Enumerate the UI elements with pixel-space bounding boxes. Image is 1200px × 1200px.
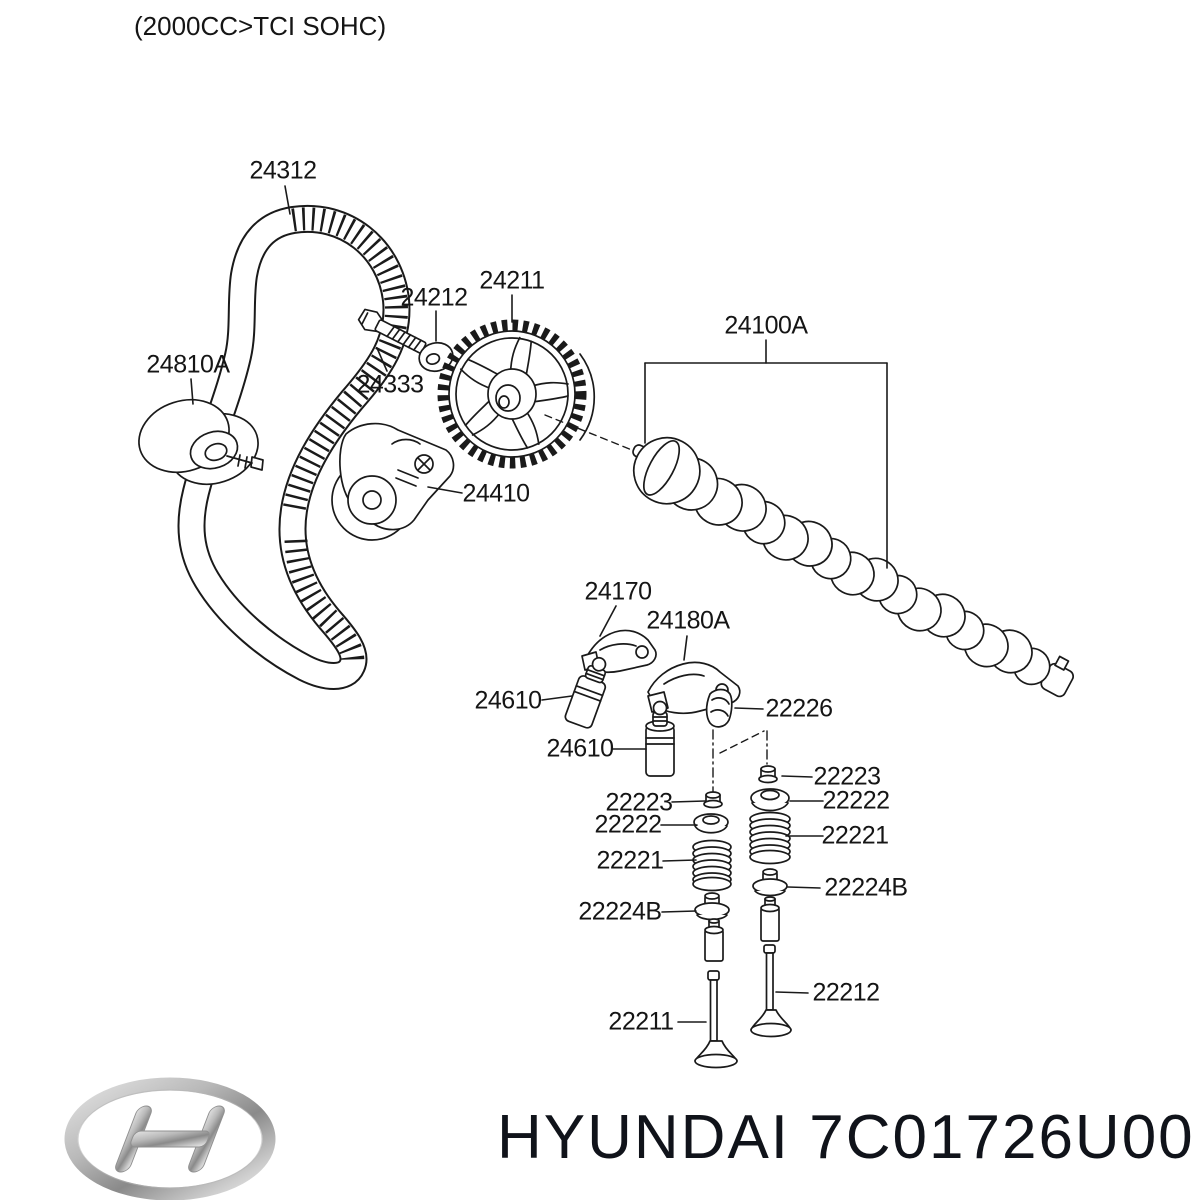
valve-spring-left-drawing: [692, 839, 732, 892]
valve-guide-right-drawing: [760, 896, 780, 942]
valve-right-drawing: [750, 944, 792, 1038]
valve-left-drawing: [694, 970, 738, 1069]
assembly-dashed-lines: [544, 414, 768, 793]
lash-adjuster-1-drawing: [564, 656, 607, 729]
spring-retainer-left-drawing: [693, 813, 729, 834]
idler-pulley-drawing: [138, 398, 264, 486]
footer-part-number: 7C01726U00: [809, 1103, 1195, 1172]
valve-spring-right-drawing: [749, 811, 791, 865]
brand-name: HYUNDAI: [497, 1103, 791, 1172]
footer-caption: HYUNDAI 7C01726U00: [497, 1102, 1193, 1173]
retainer-lock-left-drawing: [703, 791, 723, 809]
engine-variant-note: (2000CC>TCI SOHC): [134, 11, 387, 41]
valve-cotter-drawing: [705, 688, 733, 728]
hyundai-logo: [64, 1077, 276, 1200]
valve-guide-left-drawing: [704, 918, 724, 962]
camshaft-bracket-lines: [644, 339, 888, 569]
camshaft-drawing: [632, 436, 1075, 698]
valve-seal-left-drawing: [694, 892, 730, 921]
tensioner-drawing: [331, 422, 455, 541]
valve-seal-right-drawing: [752, 868, 788, 897]
retainer-lock-right-drawing: [758, 765, 778, 784]
leader-lines: [190, 185, 824, 1023]
timing-belt-drawing: [177, 204, 411, 690]
lash-adjuster-2-drawing: [645, 700, 675, 777]
cam-sprocket-drawing: [437, 319, 596, 469]
bolt-drawing: [357, 308, 427, 354]
spring-retainer-right-drawing: [750, 788, 790, 812]
